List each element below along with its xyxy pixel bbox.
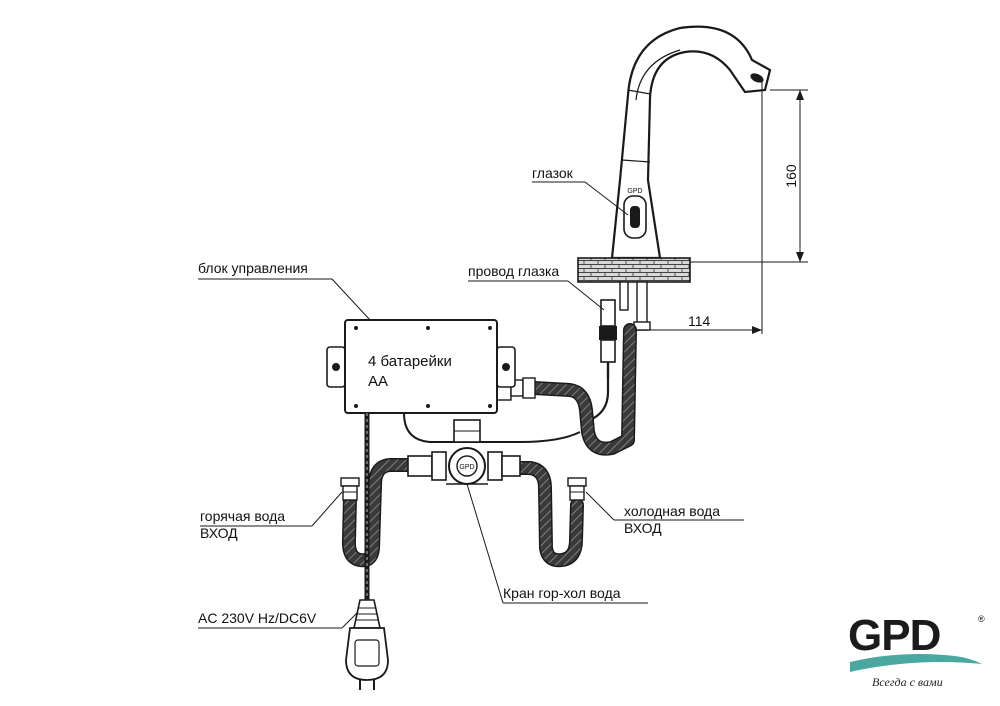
eye-wire-connector [599, 299, 617, 378]
logo-swoosh [850, 654, 982, 672]
eye-label: глазок [532, 165, 574, 181]
logo-tagline: Всегда с вами [872, 675, 943, 689]
hot-inlet-fitting [340, 477, 360, 501]
logo-registered: ® [978, 614, 985, 624]
hot-inlet-label: ВХОД [200, 525, 238, 541]
label-eye: глазок [532, 165, 629, 216]
mixer-valve: GPD [407, 419, 521, 485]
control-unit-label: блок управления [198, 260, 308, 276]
mixer-valve-label: Кран гор-хол вода [503, 585, 621, 601]
power-plug [345, 599, 389, 690]
label-eye-wire: провод глазка [468, 263, 605, 311]
faucet-shank [619, 281, 651, 331]
cold-water-label: холодная вода [624, 503, 720, 519]
sensor-eye: GPD [623, 188, 647, 239]
label-mixer-valve: Кран гор-хол вода [466, 483, 648, 604]
height-value: 160 [783, 164, 799, 188]
gpd-logo: GPD ® Всегда с вами [848, 611, 985, 689]
label-cold-water: холодная вода ВХОД [585, 491, 744, 536]
valve-brand-mark: GPD [459, 464, 474, 471]
reach-value: 114 [688, 313, 711, 329]
label-hot-water: горячая вода ВХОД [200, 491, 343, 541]
reach-dimension: 114 [648, 78, 763, 334]
eye-brand-mark: GPD [627, 188, 642, 195]
eye-wire-label: провод глазка [468, 263, 559, 279]
power-label: AC 230V Hz/DC6V [198, 610, 317, 626]
logo-brand: GPD [848, 611, 940, 660]
faucet-body [610, 25, 772, 260]
cold-inlet-label: ВХОД [624, 520, 662, 536]
internal-wire [403, 412, 581, 443]
label-power: AC 230V Hz/DC6V [198, 610, 359, 629]
batteries-label: 4 батарейки [368, 353, 452, 370]
hot-water-label: горячая вода [200, 508, 285, 524]
control-unit: 4 батарейки АА [326, 319, 516, 414]
countertop [577, 257, 691, 283]
cold-inlet-fitting [567, 477, 587, 501]
label-control-unit: блок управления [198, 260, 371, 321]
braided-hoses [341, 323, 637, 568]
height-dimension: 160 [690, 89, 808, 263]
batteries-type: АА [368, 373, 388, 390]
